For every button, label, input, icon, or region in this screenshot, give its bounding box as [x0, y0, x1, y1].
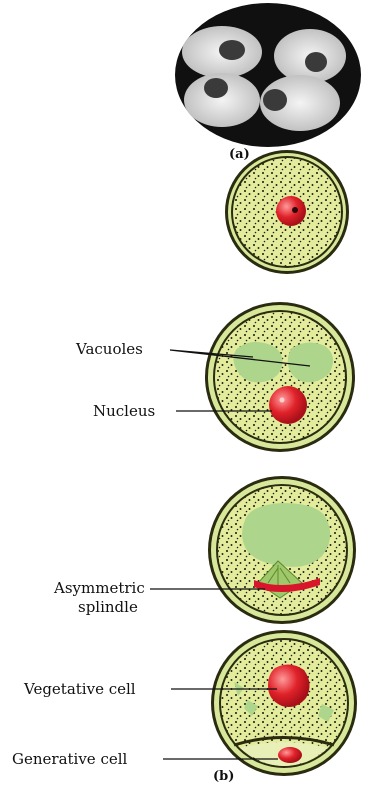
microspore-nucleus	[276, 196, 306, 226]
vacuoles-label: Vacuoles	[75, 340, 143, 358]
pollen-grain	[211, 630, 357, 776]
microspore-cell	[225, 150, 349, 274]
vegetative-nucleus	[268, 664, 310, 707]
vacuolated-nucleus	[269, 386, 307, 424]
spindle-label: splindle	[78, 598, 138, 616]
asymmetric-label: Asymmetric	[53, 579, 145, 597]
tetrad-image	[175, 3, 361, 147]
panel-a-caption: (a)	[229, 147, 250, 162]
vegetative-label: Vegetative cell	[23, 680, 136, 698]
generative-label: Generative cell	[12, 750, 128, 768]
panel-b-caption: (b)	[213, 769, 234, 784]
nucleus-label: Nucleus	[93, 402, 155, 420]
vacuolated-cell	[205, 302, 355, 452]
generative-nucleus	[278, 747, 302, 763]
large-vacuole	[242, 503, 330, 567]
spindle-cell	[208, 476, 356, 624]
